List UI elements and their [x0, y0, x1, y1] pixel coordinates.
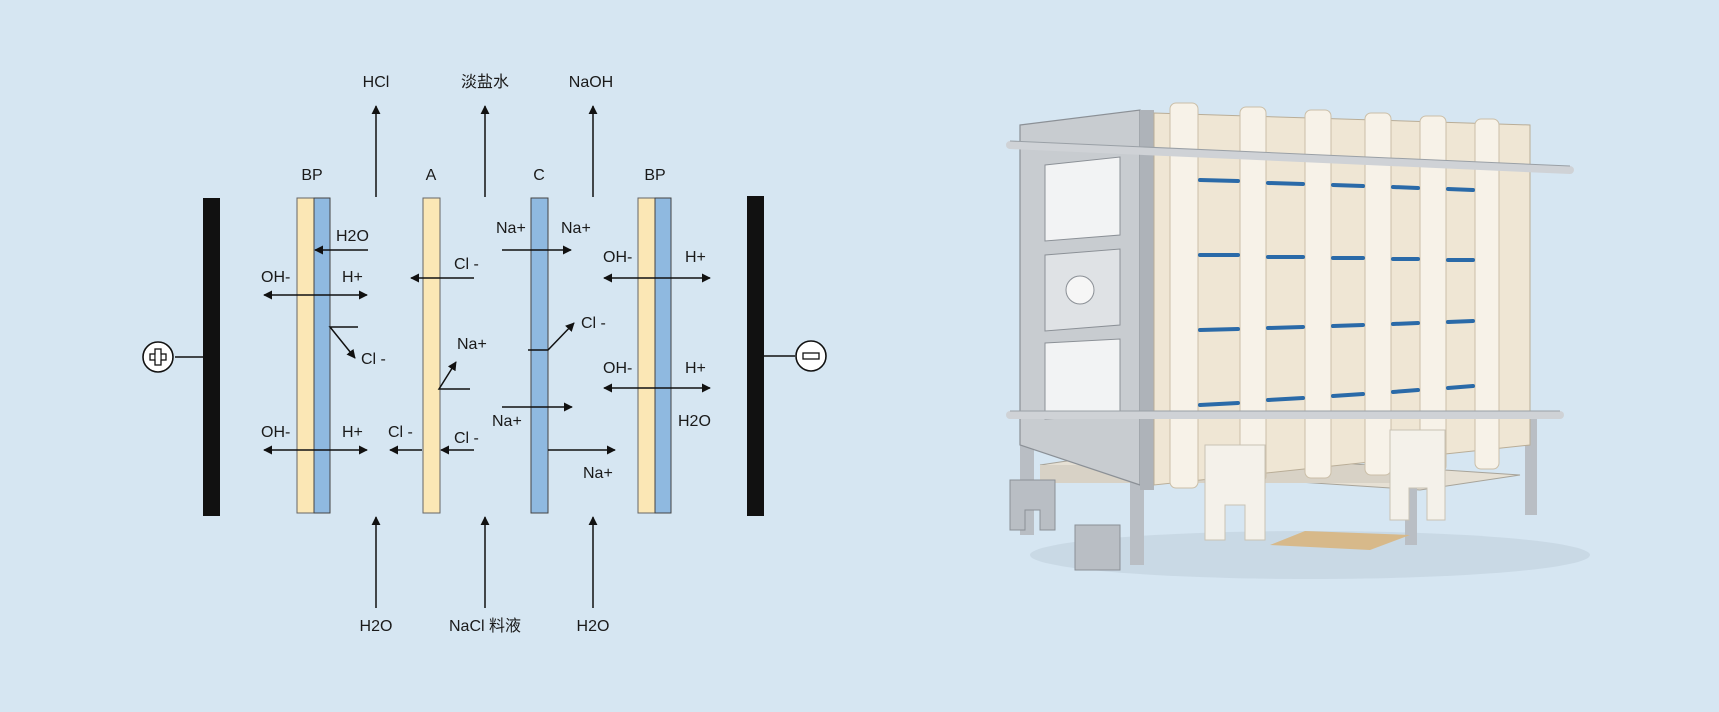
label-bp-right: BP: [644, 167, 665, 184]
ion-label: Cl -: [361, 351, 386, 368]
output-hcl: HCl: [363, 74, 390, 91]
ion-label: OH-: [603, 360, 632, 377]
ion-label: OH-: [261, 269, 290, 286]
output-naoh: NaOH: [569, 74, 613, 91]
anion-membrane: [422, 197, 441, 514]
electrodialysis-stack-image: [1006, 102, 1590, 579]
ion-label: H2O: [336, 228, 369, 245]
anode-plus-icon: [142, 341, 174, 373]
ion-label: Cl -: [454, 256, 479, 273]
ion-label: Na+: [496, 220, 526, 237]
ion-label: H+: [342, 424, 363, 441]
ion-label: Na+: [457, 336, 487, 353]
ion-label: Cl -: [581, 315, 606, 332]
ion-label: Cl -: [454, 430, 479, 447]
electrodialysis-diagram: BP A C BP HCl 淡盐水 NaOH H2O NaCl 料液 H2O H…: [142, 73, 827, 635]
ion-label: H+: [342, 269, 363, 286]
ion-labels: H2O OH- H+ Cl - Cl - Na+ Na+ OH- H+ Na+ …: [261, 220, 711, 482]
bipolar-membrane-right: [637, 197, 672, 514]
cathode-plate: [747, 196, 764, 516]
ion-label: Na+: [561, 220, 591, 237]
ion-label: OH-: [603, 249, 632, 266]
membrane-plates: [1153, 102, 1531, 489]
ion-label: H+: [685, 360, 706, 377]
input-water-right: H2O: [577, 618, 610, 635]
anode-plate: [203, 198, 220, 516]
ion-label: OH-: [261, 424, 290, 441]
cathode-minus-icon: [795, 340, 827, 372]
output-diluate: 淡盐水: [461, 73, 509, 91]
label-cation: C: [533, 167, 545, 184]
ion-arrows: [263, 245, 711, 455]
ion-label: Na+: [583, 465, 613, 482]
ion-label: Na+: [492, 413, 522, 430]
label-anion: A: [426, 167, 437, 184]
input-water-left: H2O: [360, 618, 393, 635]
ion-label: H2O: [678, 413, 711, 430]
bipolar-membrane-left: [296, 197, 331, 514]
input-feed: NaCl 料液: [449, 617, 521, 635]
ion-label: Cl -: [388, 424, 413, 441]
label-bp-left: BP: [301, 167, 322, 184]
ion-label: H+: [685, 249, 706, 266]
cation-membrane: [530, 197, 549, 514]
